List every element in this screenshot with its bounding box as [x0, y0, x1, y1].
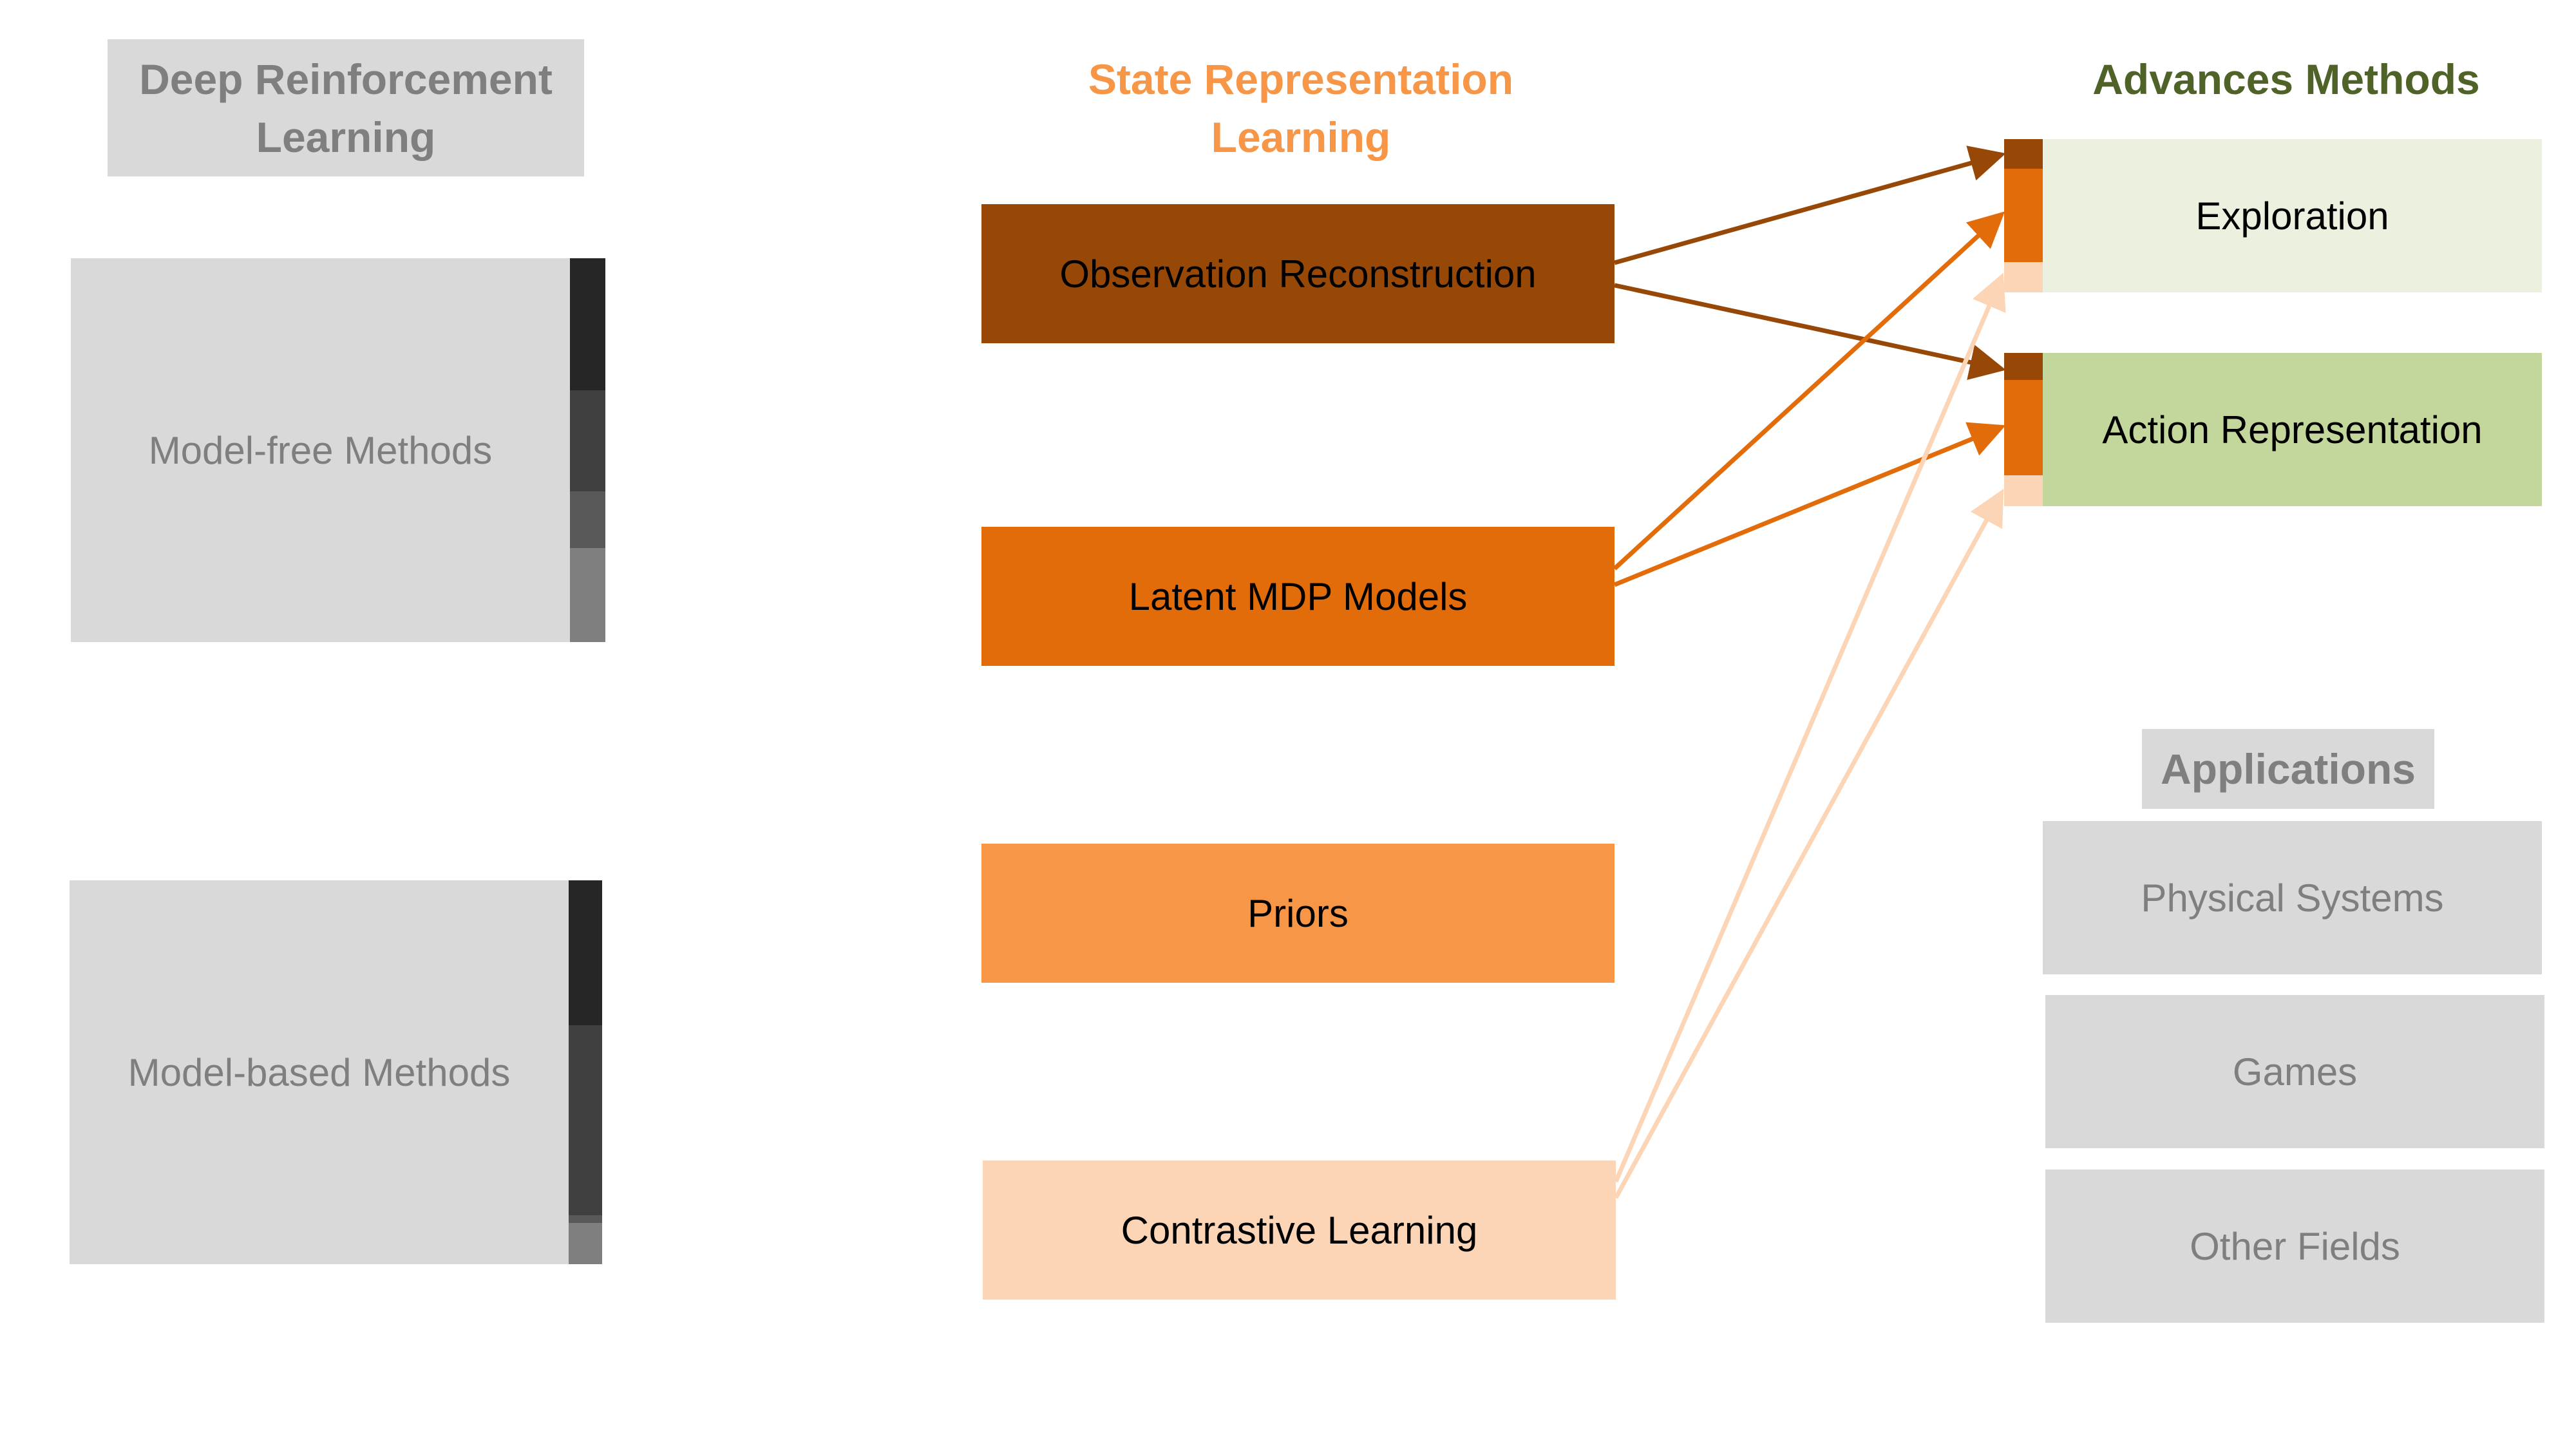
model-free-stack-seg-2	[570, 390, 605, 491]
advanced-title-text: Advances Methods	[2092, 55, 2480, 103]
games-box: Games	[2045, 995, 2544, 1148]
arrow-contrastive-to-exploration	[1613, 272, 2006, 1183]
exploration-tab-seg-3	[2004, 262, 2043, 292]
action-representation-tab	[2004, 353, 2043, 506]
action-representation-label: Action Representation	[2102, 408, 2483, 451]
physical-systems-box: Physical Systems	[2043, 821, 2542, 974]
priors-box: Priors	[981, 844, 1615, 983]
contrastive-learning-box: Contrastive Learning	[983, 1160, 1616, 1300]
exploration-tab	[2004, 139, 2043, 292]
model-based-label: Model-based Methods	[128, 1050, 511, 1094]
model-free-box: Model-free Methods	[71, 258, 570, 642]
model-based-stack	[569, 880, 602, 1264]
exploration-tab-seg-1	[2004, 139, 2043, 169]
model-based-stack-seg-2	[569, 1025, 602, 1215]
latent-mdp-models-label: Latent MDP Models	[1128, 574, 1468, 618]
observation-reconstruction-box: Observation Reconstruction	[981, 204, 1615, 343]
arrow-contrastive-to-action	[1613, 488, 2004, 1199]
arrow-latent-to-action	[1613, 422, 2006, 587]
model-based-stack-seg-1	[569, 880, 602, 1025]
exploration-box: Exploration	[2043, 139, 2542, 292]
latent-mdp-models-box: Latent MDP Models	[981, 527, 1615, 666]
priors-label: Priors	[1247, 891, 1349, 935]
applications-title-text: Applications	[2160, 745, 2416, 793]
arrow-latent-to-exploration	[1613, 211, 2005, 571]
other-fields-box: Other Fields	[2045, 1170, 2544, 1323]
physical-systems-label: Physical Systems	[2141, 876, 2444, 920]
model-based-box: Model-based Methods	[70, 880, 569, 1264]
applications-title: Applications	[2142, 729, 2434, 809]
model-free-stack-seg-3	[570, 491, 605, 548]
other-fields-label: Other Fields	[2190, 1224, 2400, 1268]
model-free-stack-seg-4	[570, 548, 605, 642]
contrastive-learning-label: Contrastive Learning	[1121, 1208, 1478, 1252]
model-free-label: Model-free Methods	[148, 428, 493, 472]
advanced-title: Advances Methods	[2035, 45, 2537, 113]
srl-title: State Representation Learning	[1018, 39, 1584, 176]
action-representation-tab-seg-2	[2004, 380, 2043, 475]
action-representation-tab-seg-1	[2004, 353, 2043, 380]
model-based-stack-seg-4	[569, 1223, 602, 1264]
observation-reconstruction-label: Observation Reconstruction	[1059, 252, 1537, 296]
drl-title: Deep Reinforcement Learning	[108, 39, 584, 176]
arrow-observation-to-exploration	[1614, 146, 2006, 265]
drl-title-text: Deep Reinforcement Learning	[139, 55, 553, 161]
srl-title-text: State Representation Learning	[1088, 55, 1514, 161]
arrow-observation-to-action	[1614, 283, 2006, 381]
exploration-label: Exploration	[2195, 194, 2389, 238]
model-based-stack-seg-3	[569, 1215, 602, 1223]
model-free-stack	[570, 258, 605, 642]
exploration-tab-seg-2	[2004, 169, 2043, 262]
action-representation-box: Action Representation	[2043, 353, 2542, 506]
action-representation-tab-seg-3	[2004, 475, 2043, 506]
games-label: Games	[2232, 1050, 2358, 1094]
model-free-stack-seg-1	[570, 258, 605, 390]
